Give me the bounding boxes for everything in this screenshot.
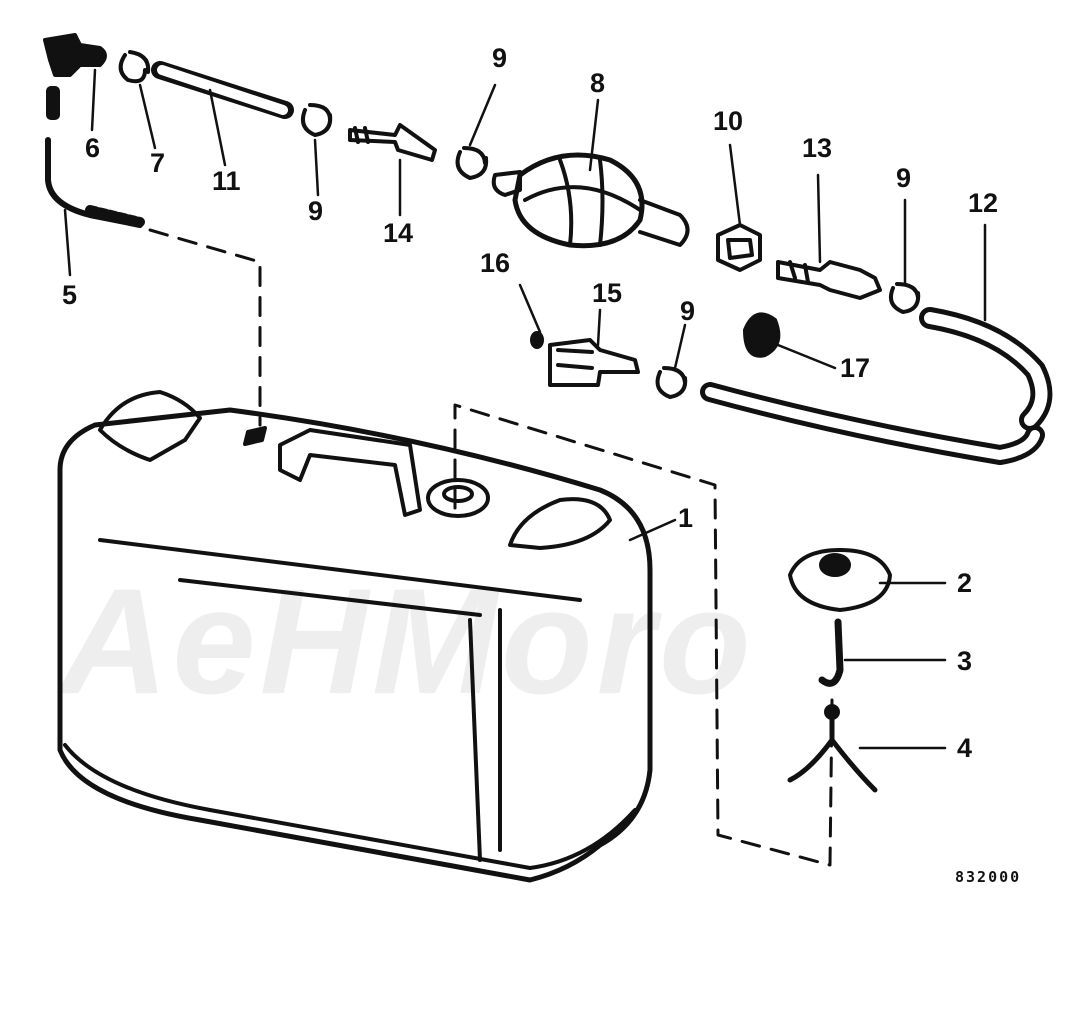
hose-clamps — [118, 50, 921, 399]
callout-7: 7 — [150, 148, 166, 178]
drawing-number: 832000 — [955, 868, 1022, 886]
callout-17: 17 — [840, 353, 871, 383]
part-pickup-tube — [45, 137, 145, 228]
part-hook — [818, 618, 844, 687]
part-fuel-connector — [548, 338, 640, 387]
part-return-hose-inner — [705, 387, 1040, 460]
callout-leaders — [63, 68, 987, 750]
callout-9-d: 9 — [680, 296, 696, 326]
part-vent-spring — [787, 704, 878, 793]
callout-1: 1 — [678, 503, 694, 533]
callout-4: 4 — [957, 733, 973, 763]
callout-3: 3 — [957, 646, 973, 676]
callout-16: 16 — [480, 248, 511, 278]
part-connector — [348, 123, 437, 162]
fuel-tank — [57, 390, 653, 883]
callout-8: 8 — [590, 68, 606, 98]
callout-15: 15 — [592, 278, 623, 308]
callout-5: 5 — [62, 280, 78, 310]
callout-14: 14 — [383, 218, 414, 248]
watermark-logo: AeHMoro — [60, 557, 755, 725]
callout-9-b: 9 — [492, 43, 508, 73]
part-clip — [743, 312, 781, 358]
callout-10: 10 — [713, 106, 744, 136]
callout-9-a: 9 — [308, 196, 324, 226]
callout-6: 6 — [85, 133, 101, 163]
callout-11: 11 — [212, 166, 241, 196]
dashed-guides — [148, 228, 834, 867]
callout-12: 12 — [968, 188, 999, 218]
part-long-hose-inner — [924, 312, 1048, 426]
callout-13: 13 — [802, 133, 833, 163]
part-primer-bulb — [491, 152, 690, 249]
part-short-hose-inner — [157, 65, 288, 115]
part-fuel-cap — [788, 548, 892, 612]
part-o-ring — [530, 331, 544, 349]
callout-2: 2 — [957, 568, 973, 598]
part-clamp-nut — [716, 223, 762, 272]
callout-9-c: 9 — [896, 163, 912, 193]
part-check-valve — [776, 260, 882, 300]
part-elbow-fitting — [43, 33, 107, 120]
